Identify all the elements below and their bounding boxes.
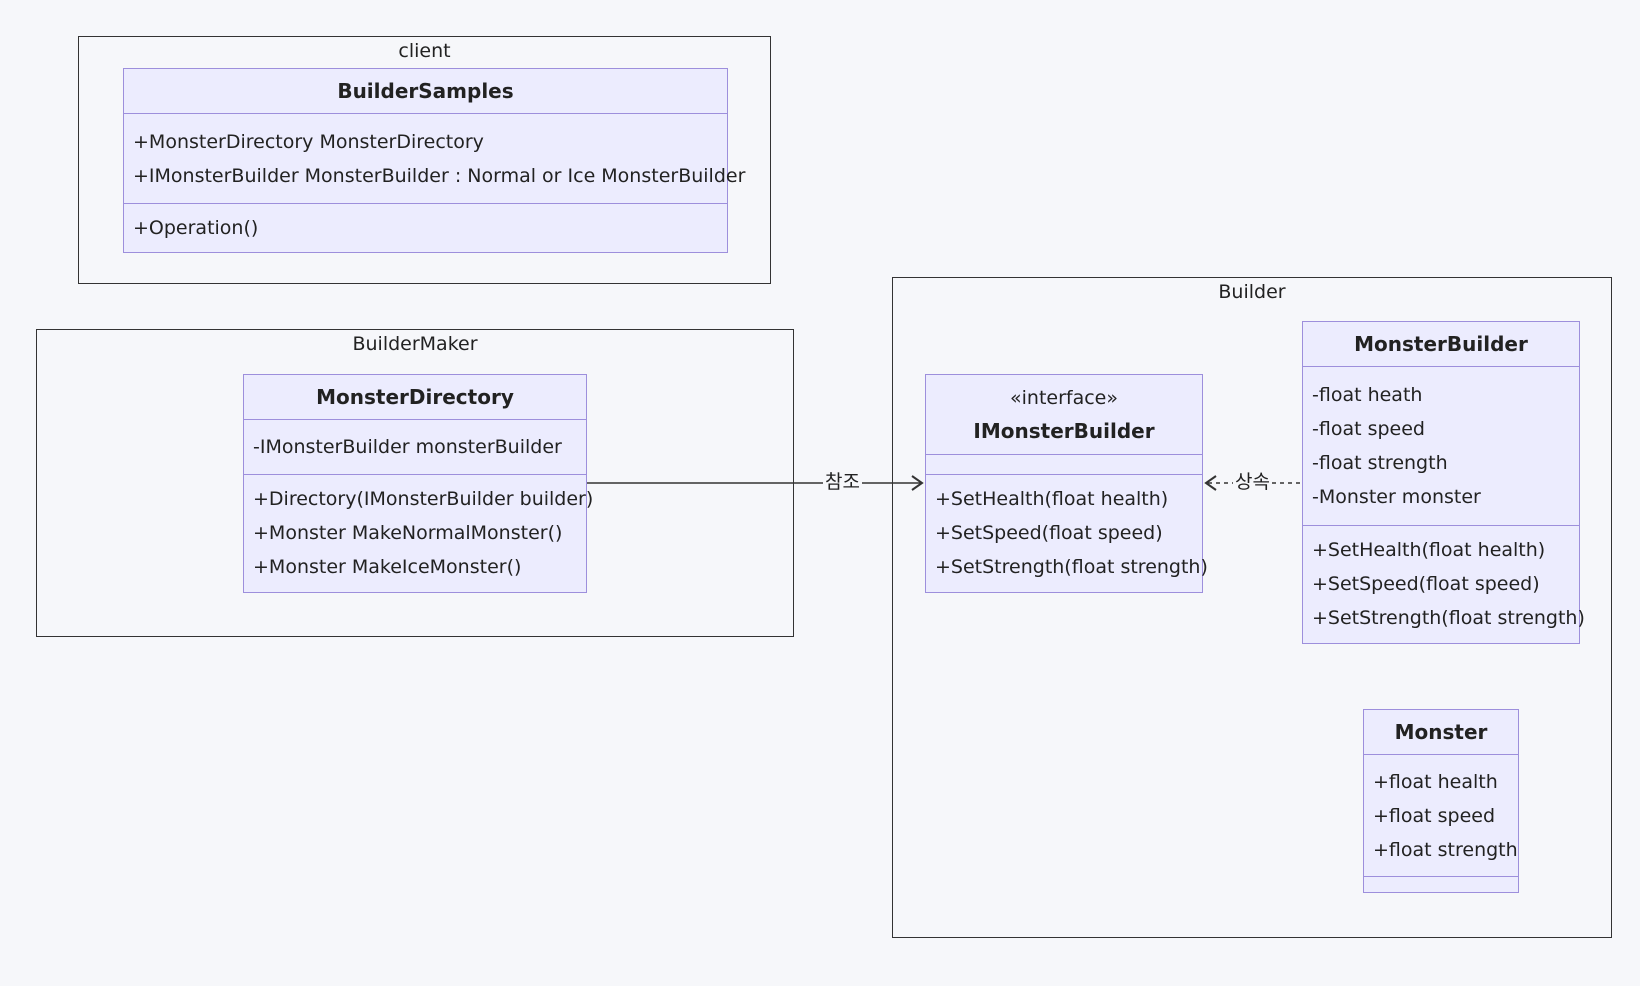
class-methods: +SetHealth(float health) +SetSpeed(float… — [1303, 526, 1585, 642]
attribute: -Monster monster — [1312, 486, 1481, 508]
method: +Monster MakeIceMonster() — [253, 556, 522, 578]
class-header: «interface» IMonsterBuilder — [926, 375, 1202, 455]
attribute: +float health — [1373, 770, 1498, 793]
class-attributes: -float heath -float speed -float strengt… — [1303, 367, 1579, 526]
package-title: Builder — [1218, 281, 1286, 303]
class-monster-directory: MonsterDirectory -IMonsterBuilder monste… — [243, 374, 594, 593]
method: +SetSpeed(float speed) — [935, 522, 1163, 544]
inheritance-edge-label: 상속 — [1233, 471, 1272, 493]
attribute: +MonsterDirectory MonsterDirectory — [133, 130, 484, 153]
package-title: BuilderMaker — [352, 333, 478, 355]
attribute: -IMonsterBuilder monsterBuilder — [253, 436, 562, 458]
class-header: BuilderSamples — [124, 69, 727, 114]
method: +SetStrength(float strength) — [935, 556, 1208, 578]
class-stereotype: «interface» — [1010, 386, 1118, 409]
class-name: MonsterBuilder — [1354, 332, 1528, 356]
class-name: IMonsterBuilder — [973, 418, 1155, 443]
class-monster-builder: MonsterBuilder -float heath -float speed… — [1302, 321, 1585, 644]
class-name: BuilderSamples — [337, 79, 514, 103]
inheritance-edge — [1204, 475, 1300, 491]
attribute: +float speed — [1373, 804, 1496, 827]
class-attributes: -IMonsterBuilder monsterBuilder — [244, 420, 586, 475]
package-builder: Builder — [892, 277, 1612, 938]
class-name: MonsterDirectory — [316, 385, 514, 409]
reference-edge-label: 참조 — [823, 471, 862, 493]
method: +SetSpeed(float speed) — [1312, 573, 1540, 595]
attribute: +float strength — [1373, 838, 1518, 861]
open-arrow-head — [1204, 475, 1217, 491]
open-arrow-head — [911, 475, 924, 491]
class-builder-samples: BuilderSamples +MonsterDirectory Monster… — [123, 68, 746, 253]
class-attributes — [926, 455, 1202, 475]
class-methods: +Directory(IMonsterBuilder builder) +Mon… — [244, 475, 594, 591]
class-header: MonsterBuilder — [1303, 322, 1579, 367]
class-name: Monster — [1394, 720, 1488, 744]
method: +SetHealth(float health) — [935, 488, 1169, 510]
method: +SetStrength(float strength) — [1312, 607, 1585, 629]
attribute: -float strength — [1312, 452, 1448, 474]
class-header: Monster — [1364, 710, 1518, 755]
class-monster: Monster +float health +float speed +floa… — [1363, 709, 1519, 893]
package-client: client — [78, 36, 771, 284]
method: +Monster MakeNormalMonster() — [253, 522, 563, 544]
class-header: MonsterDirectory — [244, 375, 586, 420]
method: +SetHealth(float health) — [1312, 539, 1546, 561]
class-imonster-builder: «interface» IMonsterBuilder +SetHealth(f… — [925, 374, 1208, 593]
reference-edge — [587, 475, 924, 491]
attribute: -float speed — [1312, 418, 1425, 440]
package-title: client — [398, 40, 451, 62]
method: +Operation() — [133, 216, 259, 239]
class-methods: +SetHealth(float health) +SetSpeed(float… — [926, 475, 1208, 591]
class-attributes: +MonsterDirectory MonsterDirectory +IMon… — [124, 114, 746, 204]
class-attributes: +float health +float speed +float streng… — [1364, 755, 1518, 877]
method: +Directory(IMonsterBuilder builder) — [253, 488, 594, 510]
class-methods: +Operation() — [124, 204, 727, 251]
attribute: +IMonsterBuilder MonsterBuilder : Normal… — [133, 164, 746, 187]
attribute: -float heath — [1312, 384, 1423, 406]
